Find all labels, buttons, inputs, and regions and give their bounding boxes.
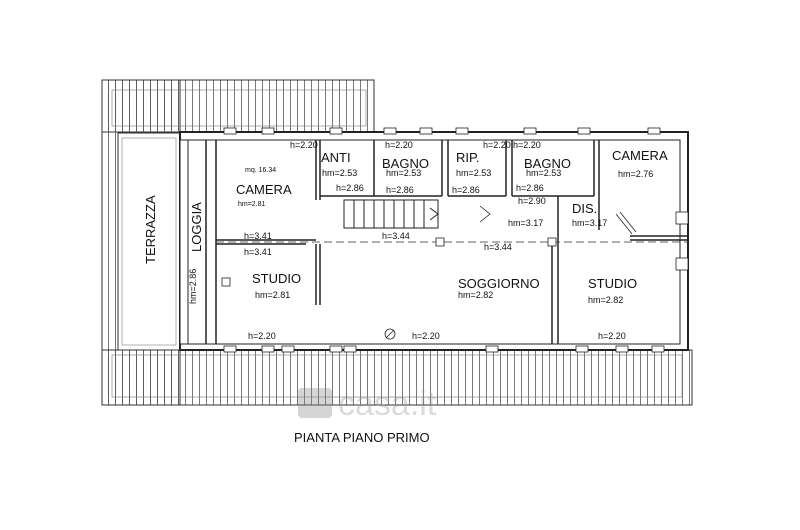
label-camera-left: CAMERA <box>236 182 292 197</box>
watermark-text: casa.it <box>338 385 437 423</box>
label-loggia-hm: hm=2.86 <box>188 269 198 304</box>
h-ridge-right: h=3.44 <box>484 242 512 252</box>
h-bottom-studio-right: h=2.20 <box>598 331 626 341</box>
h-ridge-left-bottom: h=3.41 <box>244 247 272 257</box>
doors <box>384 205 637 340</box>
label-camera-right-hm: hm=2.76 <box>618 169 653 179</box>
label-bagno2: BAGNO <box>524 156 571 171</box>
label-anti: ANTI <box>321 150 351 165</box>
label-rip-hm: hm=2.53 <box>456 168 491 178</box>
label-studio-left: STUDIO <box>252 271 301 286</box>
label-anti-hm: hm=2.53 <box>322 168 357 178</box>
h-top-bagno2: h=2.20 <box>513 140 541 150</box>
label-bagno2-hm: hm=2.53 <box>526 168 561 178</box>
building-shell <box>179 131 689 351</box>
label-dis: DIS. <box>572 201 597 216</box>
h-anti: h=2.86 <box>336 183 364 193</box>
label-bagno1-hm: hm=2.53 <box>386 168 421 178</box>
label-camera-left-hm: hm=2.81 <box>238 201 266 208</box>
h-top-bagno1: h=2.20 <box>385 140 413 150</box>
h-bottom-soggiorno: h=2.20 <box>412 331 440 341</box>
label-soggiorno: SOGGIORNO <box>458 276 540 291</box>
room-labels: TERRAZZA LOGGIA hm=2.86 mq. 16.34 CAMERA… <box>143 148 668 305</box>
label-studio-right: STUDIO <box>588 276 637 291</box>
h-ridge-left-top: h=3.41 <box>244 231 272 241</box>
h-dis-hm-left: hm=3.17 <box>508 218 543 228</box>
plan-title: PIANTA PIANO PRIMO <box>294 430 430 445</box>
label-camera-left-area: mq. 16.34 <box>245 167 276 174</box>
h-bottom-studio: h=2.20 <box>248 331 276 341</box>
label-studio-right-hm: hm=2.82 <box>588 295 623 305</box>
label-soggiorno-hm: hm=2.82 <box>458 290 493 300</box>
wall-markers <box>221 127 689 353</box>
terrazza-area <box>117 132 181 351</box>
h-bagno2: h=2.86 <box>516 183 544 193</box>
watermark: casa.it <box>298 385 437 423</box>
h-dis-left: h=2.90 <box>518 196 546 206</box>
label-studio-left-hm: hm=2.81 <box>255 290 290 300</box>
h-top-camera: h=2.20 <box>290 140 318 150</box>
label-rip: RIP. <box>456 150 480 165</box>
staircase <box>343 199 439 229</box>
label-dis-hm: hm=3.17 <box>572 218 607 228</box>
label-terrazza: TERRAZZA <box>143 195 158 264</box>
h-bagno1: h=2.86 <box>386 185 414 195</box>
h-top-rip: h=2.20 <box>483 140 511 150</box>
h-ridge-mid: h=3.44 <box>382 231 410 241</box>
interior-walls <box>187 139 688 345</box>
h-rip: h=2.86 <box>452 185 480 195</box>
height-labels: h=2.20 h=2.20 h=2.20 h=2.20 h=2.86 h=2.8… <box>244 140 626 341</box>
label-bagno1: BAGNO <box>382 156 429 171</box>
label-camera-right: CAMERA <box>612 148 668 163</box>
label-loggia: LOGGIA <box>189 202 204 252</box>
